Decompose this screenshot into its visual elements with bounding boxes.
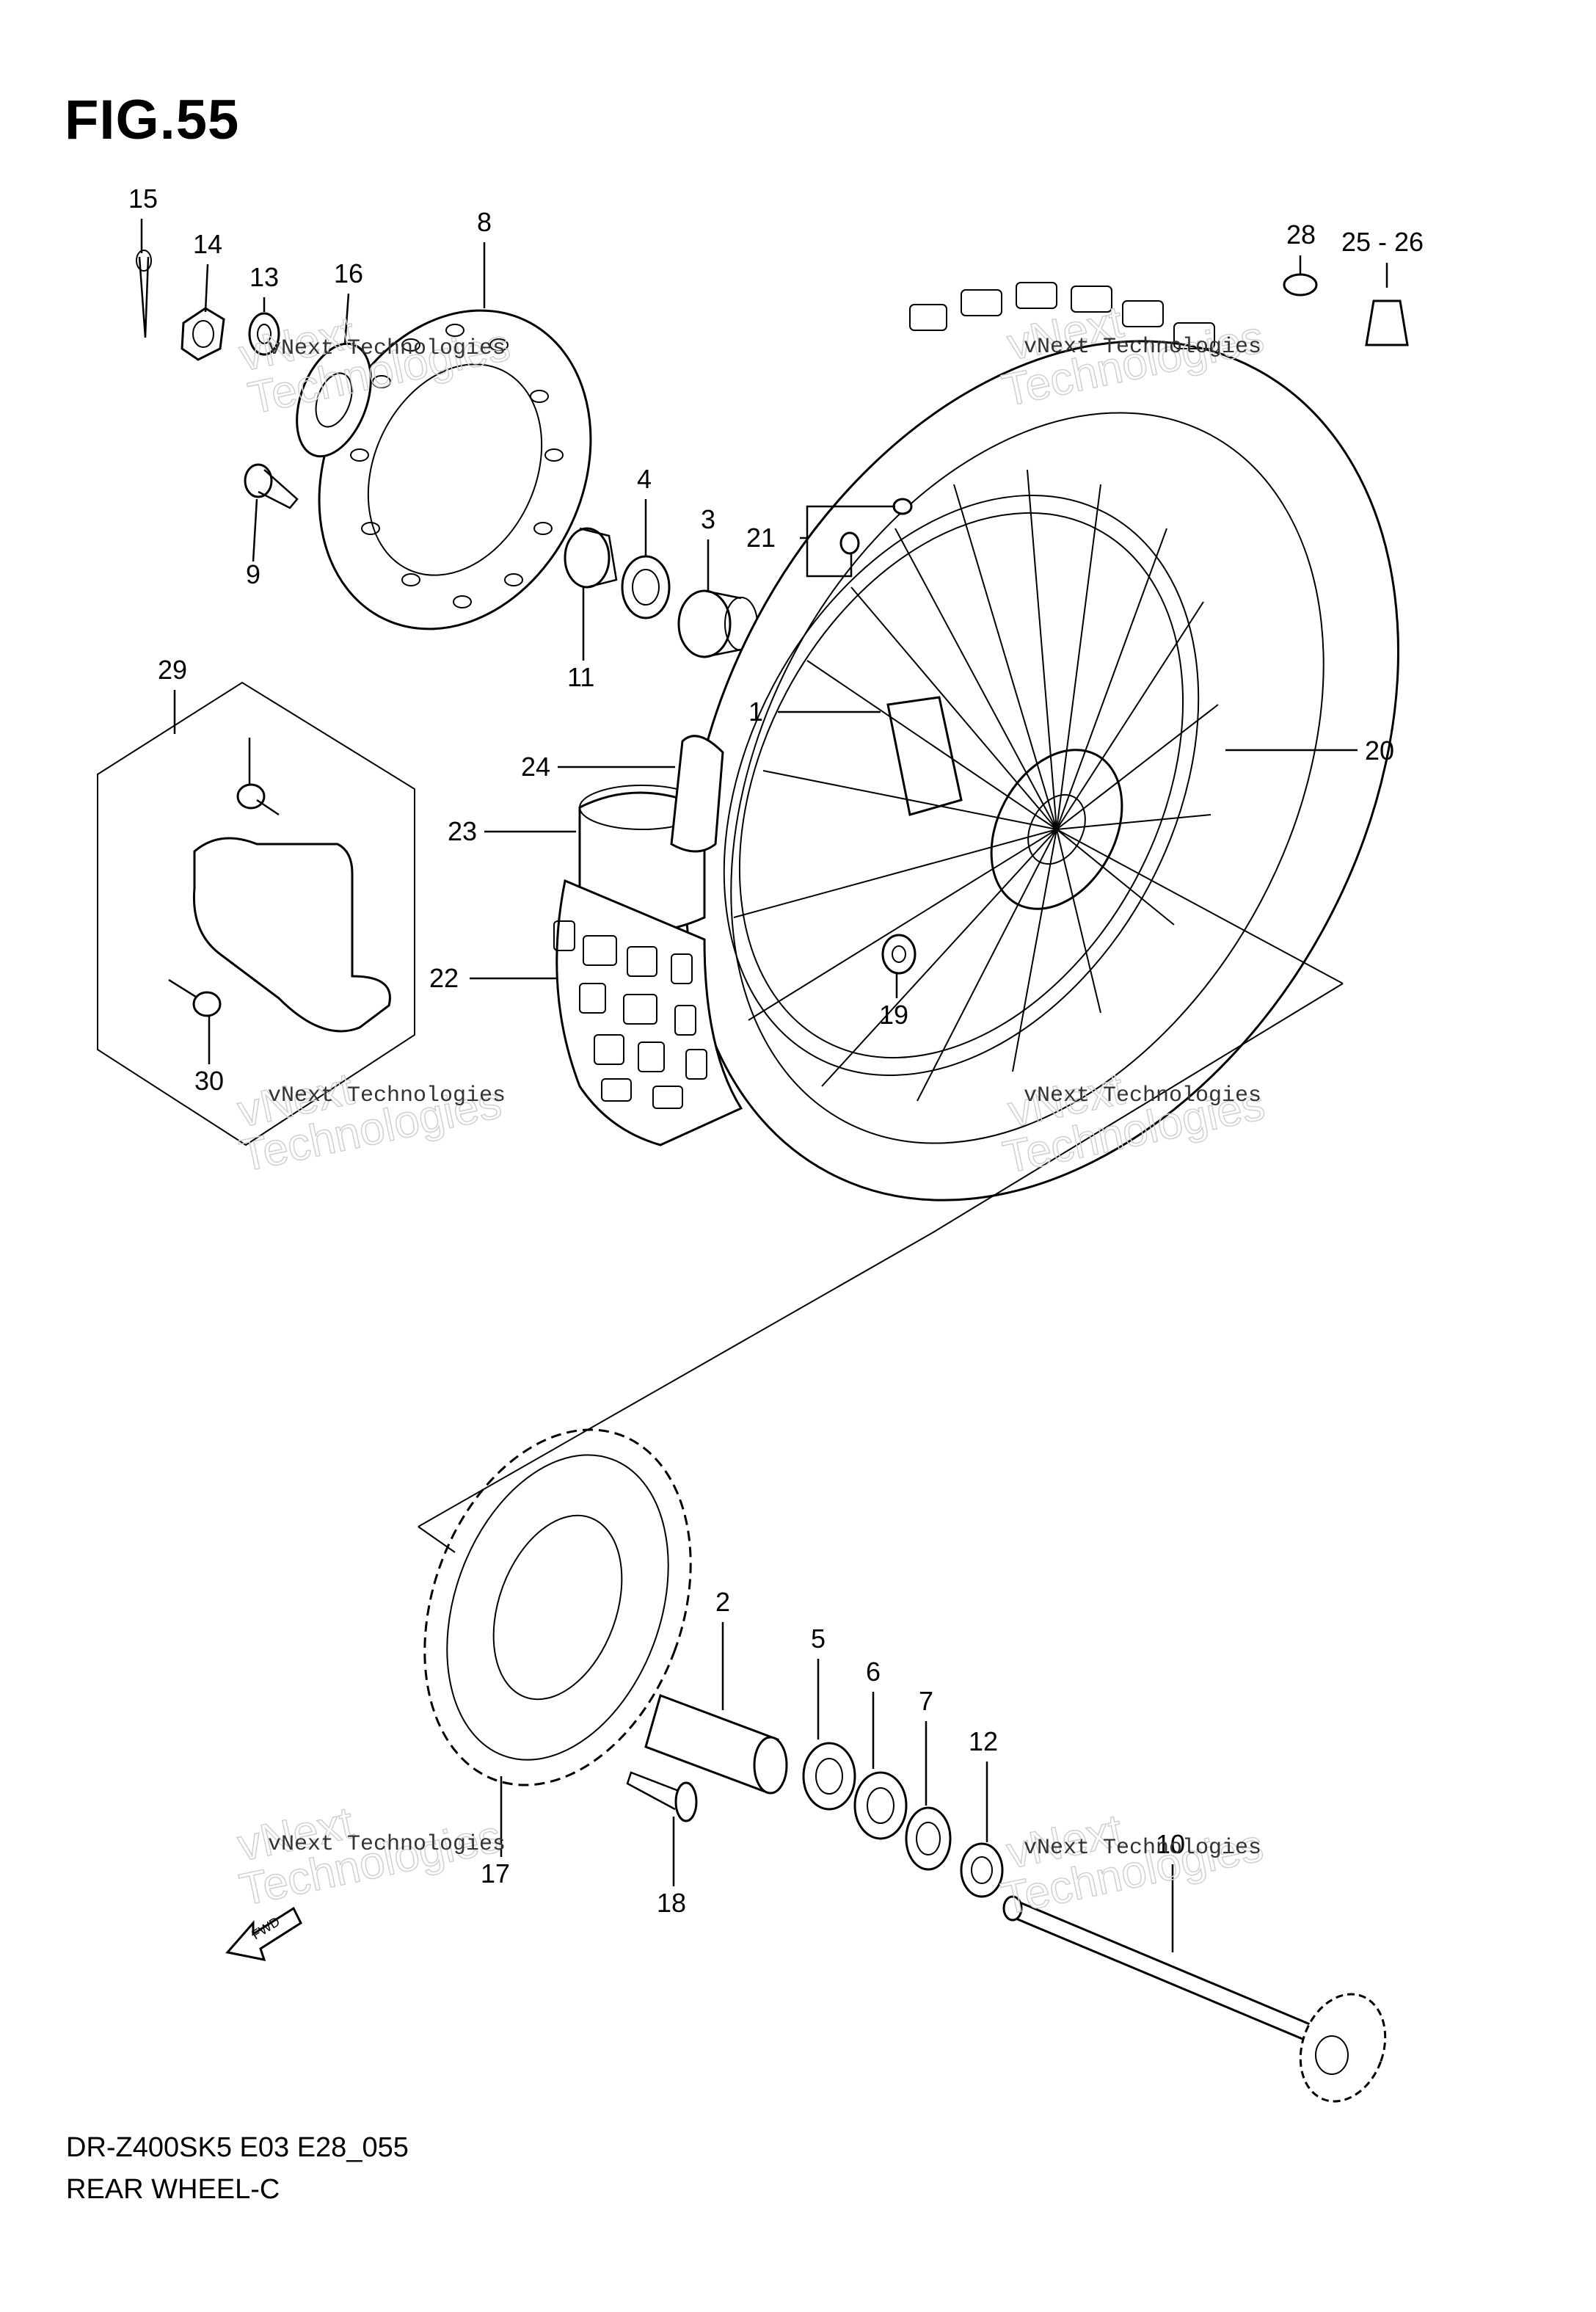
callout-15: 15 (128, 183, 158, 214)
callout-5: 5 (811, 1624, 826, 1654)
fwd-arrow-icon: FWD (225, 1906, 302, 1961)
callout-29: 30 (194, 1066, 224, 1096)
callout-23: 23 (448, 816, 477, 846)
watermark-1: vNext Technologies (268, 336, 506, 361)
callout-27: 28 (1286, 219, 1316, 250)
tube-assembly (578, 735, 724, 934)
valve-21 (839, 498, 913, 555)
callout-14: 14 (193, 229, 222, 259)
callout-28: 29 (158, 655, 187, 685)
callout-4: 4 (637, 464, 652, 494)
watermark-3: vNext Technologies (268, 1083, 506, 1108)
spacer-11 (564, 527, 618, 589)
valve-cap-25-26 (1365, 299, 1409, 346)
callout-8: 8 (477, 207, 492, 237)
callout-1: 1 (748, 697, 763, 727)
callout-22: 22 (429, 963, 459, 993)
callout-9: 9 (246, 559, 260, 589)
callout-16: 16 (334, 258, 363, 288)
callout-7: 7 (919, 1686, 933, 1716)
callout-10: 10 (1156, 1829, 1185, 1859)
watermark-4: vNext Technologies (1024, 1083, 1261, 1108)
nut-14 (181, 307, 225, 361)
watermark-5: vNext Technologies (268, 1832, 506, 1857)
bolt-29 (168, 978, 222, 1017)
rear-rim (723, 494, 1200, 1077)
callout-3: 3 (701, 504, 715, 534)
rear-sprocket (423, 1428, 692, 1786)
cap-27 (1283, 273, 1318, 297)
seal-7 (905, 1806, 952, 1871)
bearing-6 (853, 1771, 908, 1840)
callout-24: 24 (521, 752, 550, 782)
small-sprocket (296, 342, 372, 458)
bolt-9 (244, 463, 299, 509)
callout-13: 13 (249, 262, 279, 292)
section-name: REAR WHEEL-C (66, 2174, 280, 2205)
bolt-18 (626, 1771, 698, 1822)
callout-19: 19 (879, 1000, 908, 1030)
callout-25-26: 25 - 26 (1341, 227, 1424, 257)
callout-6: 6 (866, 1657, 881, 1687)
callouts: 15 14 13 16 8 9 4 3 11 21 1 20 24 23 22 … (128, 183, 1424, 1952)
callout-20: 20 (1365, 735, 1394, 766)
callout-18: 18 (657, 1888, 686, 1918)
spokes (733, 469, 1219, 1102)
cotter-pin-15 (136, 250, 152, 338)
bearing-5 (802, 1742, 856, 1811)
model-code: DR-Z400SK5 E03 E28_055 (66, 2132, 409, 2163)
seal-4 (621, 555, 671, 619)
spacer-12 (960, 1842, 1004, 1898)
callout-21: 21 (746, 523, 776, 553)
bolt-30 (236, 783, 280, 816)
callout-17: 17 (481, 1858, 510, 1889)
nut-19 (881, 934, 917, 975)
axle-10 (1002, 1895, 1387, 2103)
watermark-6: vNext Technologies (1024, 1836, 1261, 1861)
spacer-2 (644, 1694, 788, 1795)
washer-13 (248, 312, 280, 356)
chain-guide-kit-box (97, 681, 415, 1146)
figure-title: FIG.55 (65, 89, 240, 151)
callout-2: 2 (715, 1587, 730, 1617)
watermark-2: vNext Technologies (1024, 335, 1261, 360)
callout-11: 11 (567, 662, 594, 692)
callout-12: 12 (969, 1726, 998, 1756)
brake-disc (318, 309, 592, 630)
connection-lines (418, 829, 1344, 1553)
